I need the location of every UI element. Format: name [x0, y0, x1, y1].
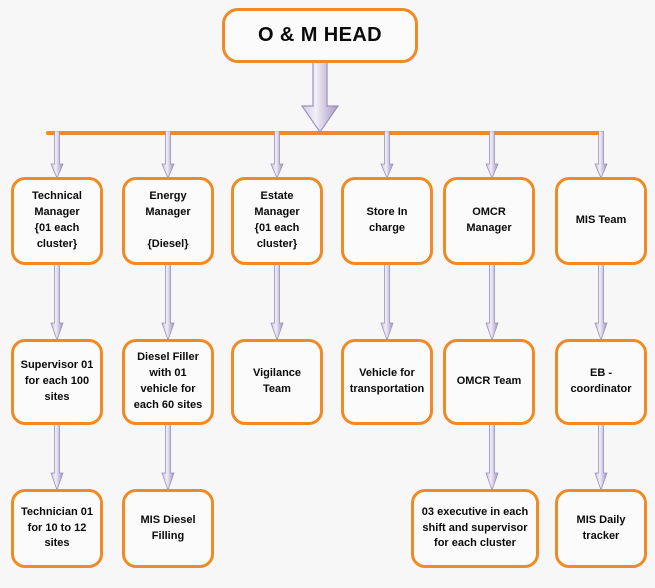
node-omcr-team[interactable]: OMCR Team	[443, 339, 535, 425]
connector-eb-coordinator-to-mis-daily-tracker	[593, 423, 609, 491]
connector-bar-to-technical-manager	[49, 131, 65, 179]
node-label: Technician 01 for 10 to 12 sites	[21, 505, 93, 550]
distribution-bar	[46, 131, 602, 135]
node-label: Vehicle for transportation	[349, 367, 425, 395]
node-mis-daily-tracker[interactable]: MIS Daily tracker	[555, 489, 647, 568]
connector-bar-to-estate-manager	[269, 131, 285, 179]
block-arrow-root-to-bar	[300, 61, 340, 134]
node-label: 03 executive in each shift and superviso…	[421, 505, 529, 550]
connector-store-in-charge-to-vehicle	[379, 263, 395, 341]
node-label: Store In charge	[366, 206, 408, 234]
node-eb-coordinator[interactable]: EB - coordinator	[555, 339, 647, 425]
node-technical-manager[interactable]: Technical Manager {01 each cluster}	[11, 177, 103, 265]
node-mis-diesel-filling[interactable]: MIS Diesel Filling	[122, 489, 214, 568]
node-store-in-charge[interactable]: Store In charge	[341, 177, 433, 265]
node-label: OMCR Team	[456, 375, 522, 388]
node-executives-per-shift[interactable]: 03 executive in each shift and superviso…	[411, 489, 539, 568]
node-label: EB - coordinator	[570, 367, 632, 395]
connector-energy-manager-to-diesel-filler	[160, 263, 176, 341]
node-estate-manager[interactable]: Estate Manager {01 each cluster}	[231, 177, 323, 265]
node-label: Energy Manager {Diesel}	[145, 190, 191, 250]
node-label: MIS Team	[575, 214, 627, 227]
node-supervisor[interactable]: Supervisor 01 for each 100 sites	[11, 339, 103, 425]
connector-supervisor-to-technician	[49, 423, 65, 491]
node-vehicle-for-transportation[interactable]: Vehicle for transportation	[341, 339, 433, 425]
connector-diesel-filler-to-mis-diesel-filling	[160, 423, 176, 491]
connector-bar-to-mis-team	[593, 131, 609, 179]
node-vigilance-team[interactable]: Vigilance Team	[231, 339, 323, 425]
node-label: Diesel Filler with 01 vehicle for each 6…	[133, 351, 203, 411]
node-mis-team[interactable]: MIS Team	[555, 177, 647, 265]
node-label: Vigilance Team	[252, 367, 302, 395]
node-diesel-filler[interactable]: Diesel Filler with 01 vehicle for each 6…	[122, 339, 214, 425]
node-label: OMCR Manager	[466, 206, 512, 234]
node-label: MIS Diesel Filling	[140, 513, 196, 542]
connector-omcr-manager-to-omcr-team	[484, 263, 500, 341]
node-technician[interactable]: Technician 01 for 10 to 12 sites	[11, 489, 103, 568]
connector-estate-manager-to-vigilance-team	[269, 263, 285, 341]
node-label: Technical Manager {01 each cluster}	[32, 190, 82, 250]
connector-bar-to-energy-manager	[160, 131, 176, 179]
connector-technical-manager-to-supervisor	[49, 263, 65, 341]
node-label: Supervisor 01 for each 100 sites	[20, 359, 94, 403]
node-omcr-manager[interactable]: OMCR Manager	[443, 177, 535, 265]
connector-bar-to-store-in-charge	[379, 131, 395, 179]
connector-mis-team-to-eb-coordinator	[593, 263, 609, 341]
connector-omcr-team-to-executives	[484, 423, 500, 491]
node-om-head[interactable]: O & M HEAD	[222, 8, 418, 63]
node-label: Estate Manager {01 each cluster}	[254, 190, 300, 250]
node-energy-manager[interactable]: Energy Manager {Diesel}	[122, 177, 214, 265]
node-label: MIS Daily tracker	[576, 513, 626, 542]
connector-bar-to-omcr-manager	[484, 131, 500, 179]
node-label: O & M HEAD	[258, 24, 382, 46]
